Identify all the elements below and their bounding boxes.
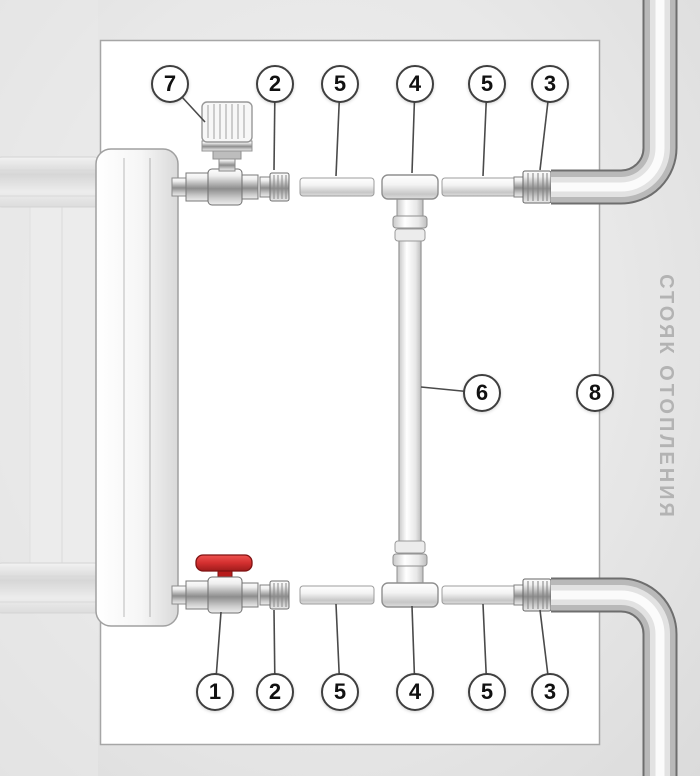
- callout-number: 2: [268, 679, 282, 704]
- callout-number: 5: [480, 71, 494, 96]
- pipe-segment-bottom-right: [441, 585, 517, 605]
- adapter-fitting-top: [259, 172, 290, 202]
- riser-label: стояк отопления: [655, 274, 677, 520]
- callout-number: 8: [588, 380, 602, 405]
- callout-number: 1: [208, 679, 222, 704]
- callout-union-top: 3: [531, 65, 569, 103]
- union-nut-bottom: [513, 578, 552, 612]
- bypass-pipe: [394, 228, 426, 554]
- callout-number: 5: [333, 71, 347, 96]
- radiator: [95, 148, 179, 627]
- callout-bypass-pipe: 6: [463, 374, 501, 412]
- riser-pipe-bottom: [551, 577, 678, 776]
- valve-tail-nipple-bottom: [171, 585, 187, 605]
- pipe-segment-top-right: [441, 177, 517, 197]
- callout-number: 7: [163, 71, 177, 96]
- callout-number: 2: [268, 71, 282, 96]
- pipe-segment-top-left: [299, 177, 375, 197]
- callout-heating-riser: 8: [576, 374, 614, 412]
- callout-pipe-bottom-left: 5: [321, 673, 359, 711]
- thermostatic-head: [201, 101, 253, 152]
- callout-number: 4: [408, 71, 422, 96]
- callout-union-bottom: 3: [531, 673, 569, 711]
- callout-fitting-top: 2: [256, 65, 294, 103]
- callout-pipe-top-left: 5: [321, 65, 359, 103]
- callout-number: 4: [408, 679, 422, 704]
- callout-ball-valve: 1: [196, 673, 234, 711]
- ball-valve-body: [185, 576, 259, 614]
- callout-fitting-bottom: 2: [256, 673, 294, 711]
- tee-bottom: [381, 553, 439, 608]
- pipe-segment-bottom-left: [299, 585, 375, 605]
- callout-pipe-bottom-right: 5: [468, 673, 506, 711]
- adapter-fitting-bottom: [259, 580, 290, 610]
- thermostatic-valve-body: [185, 148, 259, 206]
- ghost-overlay: [0, 0, 98, 776]
- callout-thermostatic-valve: 7: [151, 65, 189, 103]
- callout-pipe-top-right: 5: [468, 65, 506, 103]
- radiator-valve-assembly-top: [171, 101, 552, 229]
- callout-number: 5: [333, 679, 347, 704]
- riser-pipe-top: [551, 0, 678, 205]
- callout-number: 5: [480, 679, 494, 704]
- valve-tail-nipple-top: [171, 177, 187, 197]
- diagram-panel: [99, 39, 601, 746]
- radiator-valve-assembly-bottom: [171, 553, 552, 614]
- callout-tee-top: 4: [396, 65, 434, 103]
- callout-number: 6: [475, 380, 489, 405]
- callout-tee-bottom: 4: [396, 673, 434, 711]
- callout-number: 3: [543, 679, 557, 704]
- callout-number: 3: [543, 71, 557, 96]
- tee-top: [381, 174, 439, 229]
